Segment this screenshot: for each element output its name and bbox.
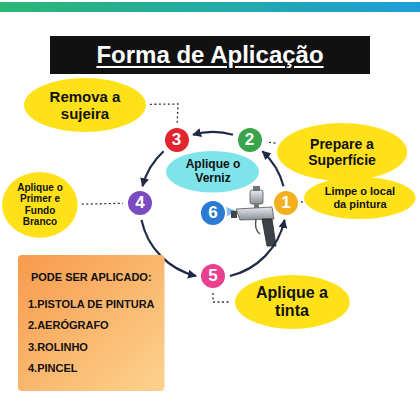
step-label: Aplique a tinta: [252, 284, 332, 321]
step-number-text: 6: [208, 203, 217, 223]
step-number: 4: [126, 189, 154, 217]
leader-line: [301, 201, 303, 202]
text-group: Aplique o Verniz: [181, 158, 245, 186]
text-group: 6: [208, 203, 217, 223]
cycle-arrow: [143, 151, 164, 186]
title: Forma de Aplicação: [50, 36, 370, 74]
step-number: 3: [163, 126, 191, 154]
list-item: 1.PISTOLA DE PINTURA: [28, 298, 155, 311]
cycle-arrow: [230, 220, 285, 276]
step-label: Remova a sujeira: [43, 88, 127, 123]
text-group: Aplique o Primer e Fundo Branco: [14, 182, 66, 228]
ellipse-fill: [127, 190, 153, 216]
step-callout: Limpe o local da pintura: [303, 176, 417, 220]
text-group: Limpe o local da pintura: [320, 185, 400, 210]
step-label: Limpe o local da pintura: [320, 185, 400, 210]
step-label: Aplique o Verniz: [181, 158, 245, 186]
step-number: 2: [236, 126, 264, 154]
text-group: 5: [208, 266, 217, 286]
text-group: 3: [172, 130, 181, 150]
box-fill: [18, 255, 165, 391]
text-group: 1: [281, 193, 290, 213]
top-bar: [0, 2, 420, 12]
text-group: 4: [135, 193, 144, 213]
ellipse-fill: [2, 172, 78, 238]
ellipse-fill: [24, 78, 146, 132]
text-group: PODE SER APLICADO: 1.PISTOLA DE PINTURA 2.…: [28, 271, 155, 375]
leader-line: [213, 293, 231, 302]
ellipse-fill: [235, 275, 350, 329]
leader-line: [266, 142, 275, 143]
ellipse-fill: [277, 123, 407, 181]
text-group: Aplique a tinta: [252, 284, 332, 321]
ellipse-fill: [164, 127, 190, 153]
step-number: 1: [272, 189, 300, 217]
leader-line: [150, 104, 178, 123]
list-item: 2.AERÓGRAFO: [28, 319, 155, 332]
text-group: Remova a sujeira: [43, 88, 127, 123]
step-callout: Aplique a tinta: [234, 274, 351, 330]
usage-box: PODE SER APLICADO: 1.PISTOLA DE PINTURA 2.…: [18, 255, 165, 391]
step-callout: Prepare a Superfície: [276, 122, 408, 182]
step-number-text: 4: [135, 193, 144, 213]
leader-line: [82, 203, 123, 205]
text-group: 2: [245, 130, 254, 150]
step-callout: Remova a sujeira: [23, 77, 147, 133]
ellipse-fill: [237, 127, 263, 153]
step-number: 6: [199, 199, 227, 227]
ellipse-fill: [200, 263, 226, 289]
text-group: Prepare a Superfície: [297, 136, 387, 168]
box-heading: PODE SER APLICADO:: [28, 271, 155, 284]
step-number-text: 5: [208, 266, 217, 286]
list-item: 4.PINCEL: [28, 362, 155, 375]
ellipse-fill: [273, 190, 299, 216]
step-number: 5: [199, 262, 227, 290]
cycle-arrow: [193, 132, 233, 135]
step-number-text: 1: [281, 193, 290, 213]
step-number-text: 3: [172, 130, 181, 150]
ellipse-fill: [166, 151, 259, 193]
step-callout: Aplique o Verniz: [165, 150, 260, 194]
step-number-text: 2: [245, 130, 254, 150]
step-label: Prepare a Superfície: [297, 136, 387, 168]
step-label: Aplique o Primer e Fundo Branco: [14, 182, 66, 228]
ellipse-fill: [304, 177, 416, 219]
step-callout: Aplique o Primer e Fundo Branco: [1, 171, 79, 239]
list-item: 3.ROLINHO: [28, 341, 155, 354]
ellipse-fill: [200, 200, 226, 226]
